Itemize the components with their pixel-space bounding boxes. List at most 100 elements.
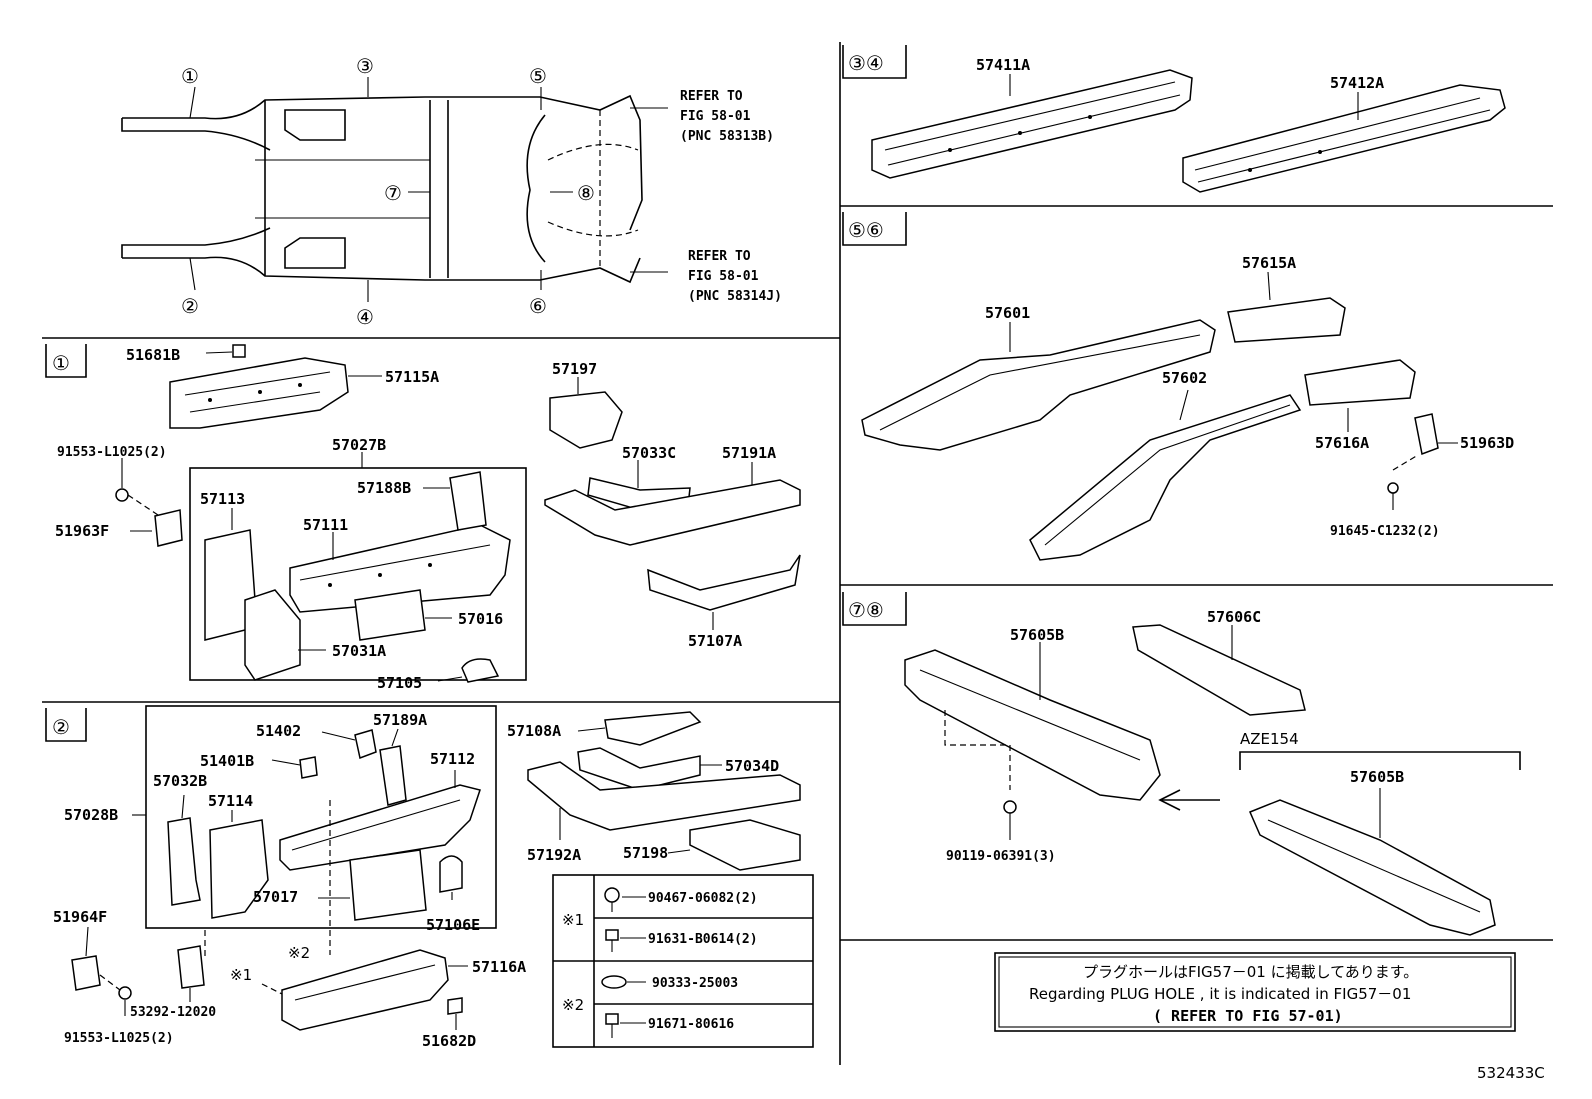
overview-callouts: ① ② ③ ④ ⑤ ⑥ ⑦ ⑧ [181,54,595,329]
section-tab-7-8: ⑦⑧ [842,592,907,626]
section-1-parts [115,344,801,683]
svg-text:57033C: 57033C [622,444,676,462]
svg-text:( REFER TO FIG 57-01): ( REFER TO FIG 57-01) [1153,1007,1343,1025]
svg-text:51681B: 51681B [126,346,180,364]
svg-text:③④: ③④ [848,51,884,75]
svg-text:90119-06391(3): 90119-06391(3) [946,849,1056,864]
svg-text:91671-80616: 91671-80616 [648,1017,734,1032]
section-2-parts [71,705,801,1031]
section-dividers [42,42,1553,1065]
svg-text:91631-B0614(2): 91631-B0614(2) [648,932,758,947]
svg-text:57115A: 57115A [385,368,439,386]
svg-text:57114: 57114 [208,792,253,810]
svg-text:プラグホールはFIG57－01 に掲載してあります。: プラグホールはFIG57－01 に掲載してあります。 [1083,963,1418,981]
fastener-table: ※1 ※2 90467-06082(2) 91631-B0614(2) 9033… [552,874,814,1048]
svg-text:57031A: 57031A [332,642,386,660]
svg-text:57615A: 57615A [1242,254,1296,272]
svg-text:※2: ※2 [562,996,584,1014]
svg-text:⑥: ⑥ [529,294,547,318]
svg-text:REFER TO: REFER TO [688,249,751,264]
svg-text:57197: 57197 [552,360,597,378]
svg-text:Regarding PLUG HOLE , it is in: Regarding PLUG HOLE , it is indicated in… [1029,985,1411,1003]
svg-text:FIG 58-01: FIG 58-01 [680,109,751,124]
svg-text:57605B: 57605B [1010,626,1064,644]
svg-text:51682D: 51682D [422,1032,476,1050]
svg-text:57606C: 57606C [1207,608,1261,626]
section-7-8-parts [904,624,1521,936]
svg-text:AZE154: AZE154 [1240,730,1299,748]
svg-text:51963F: 51963F [55,522,109,540]
svg-text:57107A: 57107A [688,632,742,650]
svg-text:57034D: 57034D [725,757,779,775]
svg-text:②: ② [52,715,70,739]
svg-text:④: ④ [356,305,374,329]
svg-text:57017: 57017 [253,888,298,906]
refer-note-lower: REFER TO FIG 58-01 (PNC 58314J) [688,249,782,304]
svg-text:53292-12020: 53292-12020 [130,1005,216,1020]
svg-text:57111: 57111 [303,516,348,534]
svg-text:57108A: 57108A [507,722,561,740]
svg-text:①: ① [181,64,199,88]
svg-text:57028B: 57028B [64,806,118,824]
section-7-8-labels: 57605B 57606C 90119-06391(3) AZE154 5760… [946,608,1404,864]
svg-text:57027B: 57027B [332,436,386,454]
svg-text:57411A: 57411A [976,56,1030,74]
svg-text:51401B: 51401B [200,752,254,770]
svg-text:57192A: 57192A [527,846,581,864]
section-5-6-labels: 57615A 57601 57602 57616A 51963D 91645-C… [985,254,1514,539]
figure-id: 532433C [1477,1064,1545,1082]
section-3-4-labels: 57411A 57412A [976,56,1384,92]
svg-text:57105: 57105 [377,674,422,692]
svg-text:57112: 57112 [430,750,475,768]
svg-text:⑤: ⑤ [529,64,547,88]
svg-text:57032B: 57032B [153,772,207,790]
section-3-4-parts [871,69,1506,193]
svg-text:①: ① [52,351,70,375]
svg-text:②: ② [181,294,199,318]
plug-hole-note: プラグホールはFIG57－01 に掲載してあります。 Regarding PLU… [994,952,1516,1032]
svg-text:57605B: 57605B [1350,768,1404,786]
section-tab-5-6: ⑤⑥ [842,212,907,246]
svg-text:51964F: 51964F [53,908,107,926]
svg-text:91645-C1232(2): 91645-C1232(2) [1330,524,1440,539]
svg-text:57601: 57601 [985,304,1030,322]
floor-frame-overview [121,77,668,302]
svg-text:③: ③ [356,54,374,78]
svg-text:57016: 57016 [458,610,503,628]
svg-text:REFER TO: REFER TO [680,89,743,104]
section-tab-1: ① [45,344,87,378]
svg-text:57116A: 57116A [472,958,526,976]
svg-text:57616A: 57616A [1315,434,1369,452]
svg-text:57412A: 57412A [1330,74,1384,92]
section-1-labels: 51681B 57115A 91553-L1025(2) 51963F 5702… [55,346,776,692]
section-tab-2: ② [45,708,87,742]
svg-text:⑦⑧: ⑦⑧ [848,598,884,622]
svg-text:57189A: 57189A [373,711,427,729]
svg-text:※1: ※1 [230,966,252,984]
svg-text:57602: 57602 [1162,369,1207,387]
svg-text:⑧: ⑧ [577,181,595,205]
svg-text:(PNC 58313B): (PNC 58313B) [680,129,774,144]
svg-text:(PNC 58314J): (PNC 58314J) [688,289,782,304]
svg-text:57106E: 57106E [426,916,480,934]
refer-note-upper: REFER TO FIG 58-01 (PNC 58313B) [680,89,774,144]
section-5-6-parts [861,271,1458,561]
svg-text:51402: 51402 [256,722,301,740]
svg-text:57198: 57198 [623,844,668,862]
svg-text:91553-L1025(2): 91553-L1025(2) [57,445,167,460]
svg-text:91553-L1025(2): 91553-L1025(2) [64,1031,174,1046]
section-2-labels: 51402 57189A 51401B 57112 57032B 57114 5… [53,711,779,1050]
svg-text:※1: ※1 [562,911,584,929]
svg-text:90467-06082(2): 90467-06082(2) [648,891,758,906]
svg-text:57188B: 57188B [357,479,411,497]
svg-text:※2: ※2 [288,944,310,962]
svg-text:57191A: 57191A [722,444,776,462]
svg-text:90333-25003: 90333-25003 [652,976,738,991]
svg-text:51963D: 51963D [1460,434,1514,452]
svg-text:57113: 57113 [200,490,245,508]
section-tab-3-4: ③④ [842,45,907,79]
svg-text:FIG 58-01: FIG 58-01 [688,269,759,284]
svg-text:⑤⑥: ⑤⑥ [848,218,884,242]
svg-text:⑦: ⑦ [384,181,402,205]
